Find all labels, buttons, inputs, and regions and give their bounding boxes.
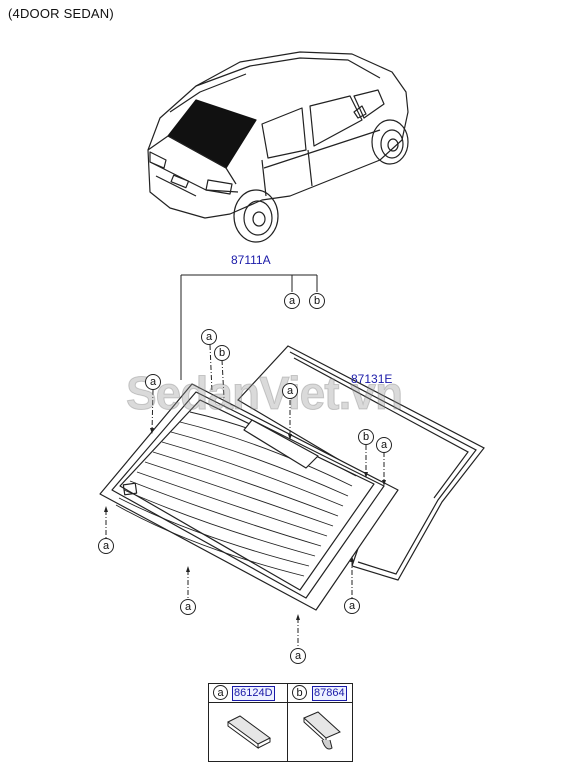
- legend-key-a: a: [213, 685, 228, 700]
- legend-table: a 86124D b 87864: [208, 683, 353, 762]
- callout-a: a: [180, 599, 196, 615]
- callout-a: a: [376, 437, 392, 453]
- legend-part-87864[interactable]: 87864: [312, 686, 347, 701]
- callout-a: a: [201, 329, 217, 345]
- callout-a: a: [145, 374, 161, 390]
- callout-a: a: [290, 648, 306, 664]
- diagram-title: (4DOOR SEDAN): [8, 6, 114, 21]
- legend-key-b: b: [292, 685, 307, 700]
- callout-a: a: [344, 598, 360, 614]
- legend-sketches: [227, 711, 341, 750]
- callout-b: b: [309, 293, 325, 309]
- legend-part-86124d[interactable]: 86124D: [232, 686, 275, 701]
- legend-header-row: [209, 684, 352, 703]
- car-illustration: [147, 51, 409, 243]
- callout-a: a: [282, 383, 298, 399]
- leader-lines: [180, 274, 318, 380]
- callout-a: a: [284, 293, 300, 309]
- legend-divider: [287, 684, 288, 761]
- locator-arrows: [104, 428, 386, 620]
- part-number-molding[interactable]: 87131E: [351, 372, 393, 386]
- part-number-rear-glass[interactable]: 87111A: [231, 253, 271, 267]
- watermark: SedanViet.vn: [125, 367, 403, 420]
- locator-lines: [105, 344, 385, 648]
- callout-a: a: [98, 538, 114, 554]
- molding-frame: [237, 345, 485, 581]
- callout-b: b: [214, 345, 230, 361]
- callout-b: b: [358, 429, 374, 445]
